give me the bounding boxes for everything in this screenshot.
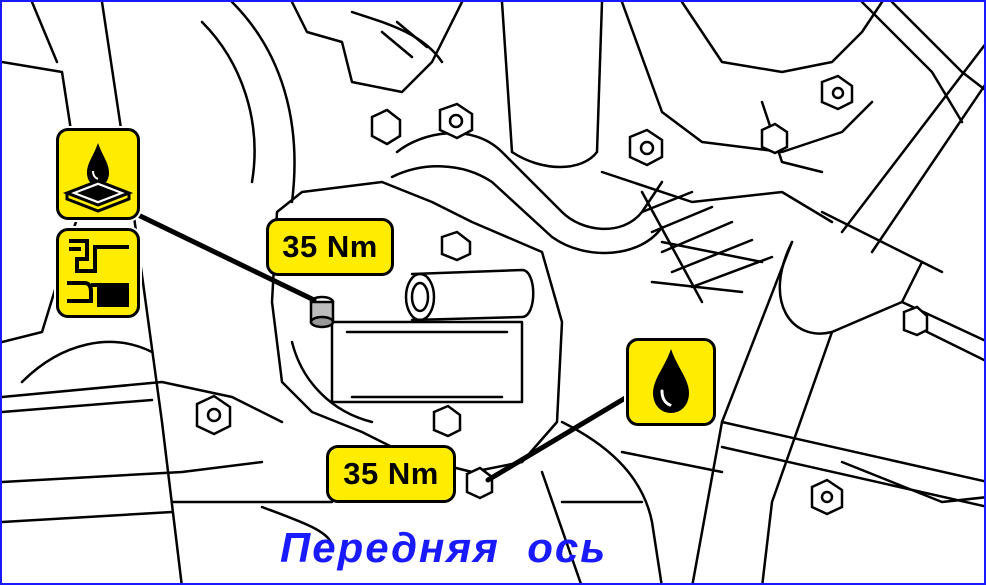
- oil-drop-icon: [626, 338, 716, 426]
- diagram-caption: Передняя ось: [280, 524, 608, 571]
- torque-label-lower: 35 Nm: [326, 445, 456, 503]
- torque-label-upper: 35 Nm: [266, 218, 394, 276]
- oil-fill-icon: [56, 128, 140, 220]
- oil-drop-glyph: [653, 349, 689, 413]
- oil-level-glyph: [67, 239, 129, 307]
- oil-fill-glyph: [62, 143, 134, 213]
- oil-level-icon: [56, 228, 140, 318]
